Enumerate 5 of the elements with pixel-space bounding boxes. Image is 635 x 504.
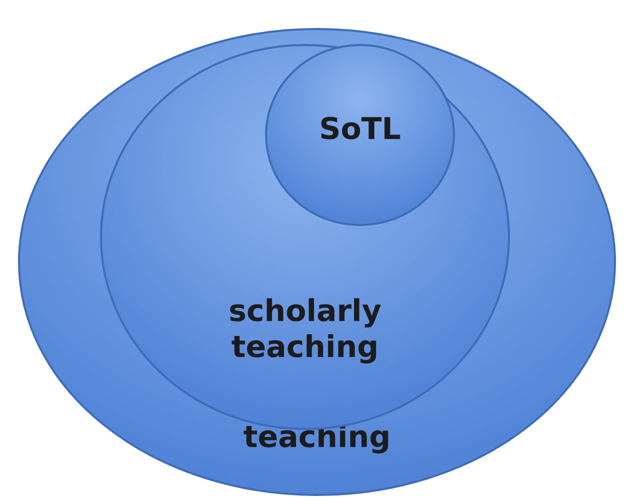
region-label: teaching bbox=[242, 420, 392, 456]
ellipse-region bbox=[18, 28, 616, 496]
region-label: SoTL bbox=[318, 112, 402, 148]
ellipse-region bbox=[265, 44, 455, 226]
region-label: scholarly teaching bbox=[228, 294, 382, 366]
